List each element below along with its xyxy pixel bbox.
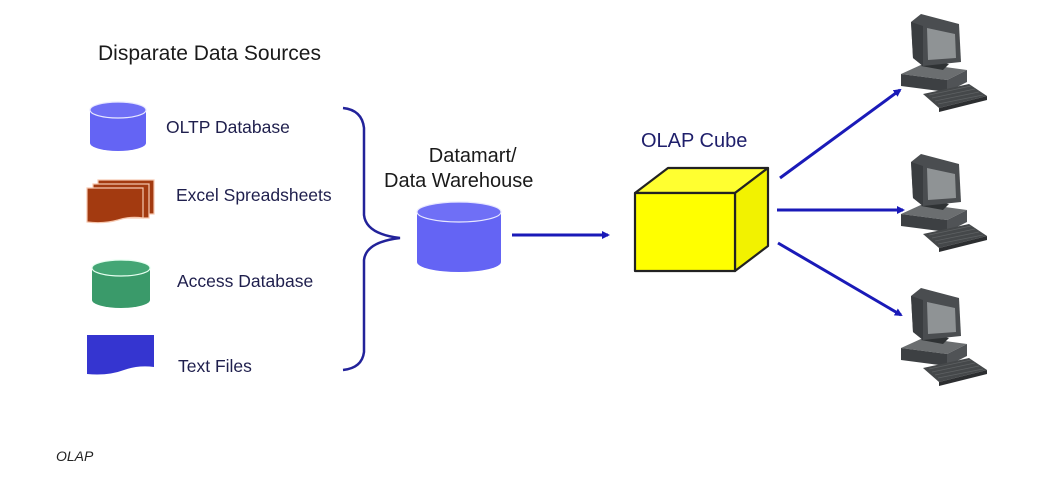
sources-heading: Disparate Data Sources	[98, 42, 321, 65]
arrow-cube-to-client-1	[779, 88, 902, 180]
client-computer-1	[900, 13, 988, 113]
warehouse-label-line2: Data Warehouse	[384, 170, 534, 192]
source-label-oltp: OLTP Database	[166, 117, 290, 137]
source-label-text-files: Text Files	[178, 356, 252, 376]
oltp-database-icon	[89, 101, 147, 151]
source-label-excel: Excel Spreadsheets	[176, 185, 332, 205]
olap-cube-label: OLAP Cube	[641, 130, 748, 152]
excel-spreadsheets-icon	[86, 179, 155, 224]
warehouse-label: Datamart/ Data Warehouse	[384, 144, 533, 194]
client-computer-2	[900, 153, 988, 253]
arrow-cube-to-client-3	[777, 241, 903, 317]
client-computer-3	[900, 287, 988, 387]
access-database-icon	[91, 259, 151, 308]
text-files-icon	[87, 335, 154, 375]
grouping-brace	[342, 106, 401, 372]
source-label-access: Access Database	[177, 271, 314, 291]
olap-cube-icon	[633, 166, 770, 273]
figure-caption: OLAP	[56, 448, 94, 464]
data-warehouse-icon	[416, 201, 502, 272]
warehouse-label-line1: Datamart/	[428, 145, 517, 167]
olap-diagram	[86, 13, 988, 387]
